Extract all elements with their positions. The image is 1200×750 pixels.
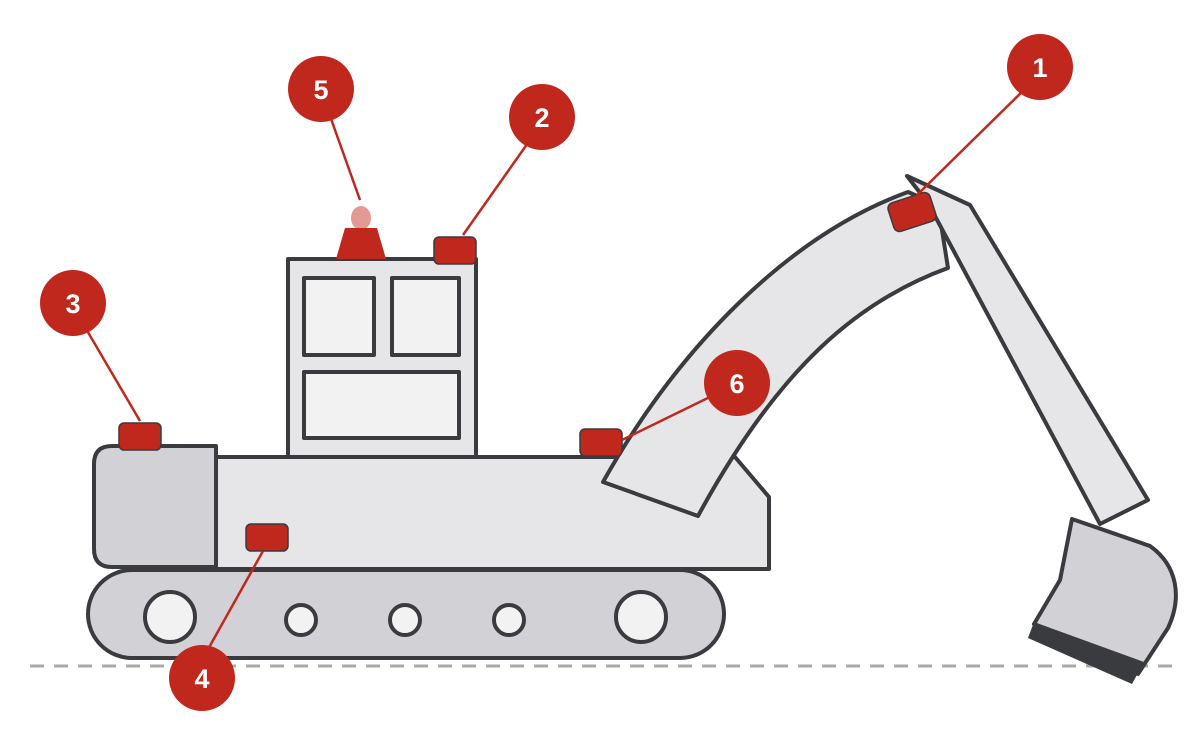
cab-window (302, 276, 376, 357)
sensor-3 (118, 422, 162, 451)
engine-housing (92, 444, 218, 569)
svg-text:6: 6 (729, 369, 744, 399)
leader-line-2 (461, 139, 532, 236)
bucket-blade (1028, 622, 1144, 684)
svg-text:4: 4 (194, 664, 209, 694)
track-wheel-large (614, 590, 668, 644)
sensor-4 (245, 523, 289, 552)
leader-line-6 (621, 391, 719, 442)
svg-text:2: 2 (534, 103, 549, 133)
sensor-2 (433, 236, 477, 265)
cab-window (390, 276, 461, 357)
leader-line-5 (328, 115, 362, 201)
beacon-light-glow (351, 206, 371, 230)
callout-1: 1 (1007, 34, 1073, 100)
track-wheel-small (492, 603, 526, 637)
svg-text:5: 5 (313, 75, 328, 105)
track-assembly (86, 568, 726, 660)
boom-arm (601, 190, 950, 518)
beacon-light (336, 228, 386, 259)
track-wheel-large (143, 590, 197, 644)
cab-window (302, 370, 461, 440)
callout-4: 4 (169, 645, 235, 711)
sensor-1 (887, 191, 937, 233)
callout-2: 2 (509, 84, 575, 150)
cab (286, 257, 478, 459)
callout-5: 5 (288, 56, 354, 122)
leader-line-1 (916, 83, 1031, 196)
leader-line-3 (80, 321, 142, 422)
callout-6: 6 (704, 350, 770, 416)
callout-3: 3 (40, 270, 106, 336)
sensor-6 (579, 428, 623, 457)
svg-text:3: 3 (65, 289, 80, 319)
bucket (1028, 517, 1178, 684)
svg-text:1: 1 (1032, 53, 1047, 83)
track-wheel-small (388, 603, 422, 637)
leader-line-4 (200, 550, 265, 661)
dipper-stick (905, 174, 1150, 526)
track-wheel-small (284, 603, 318, 637)
